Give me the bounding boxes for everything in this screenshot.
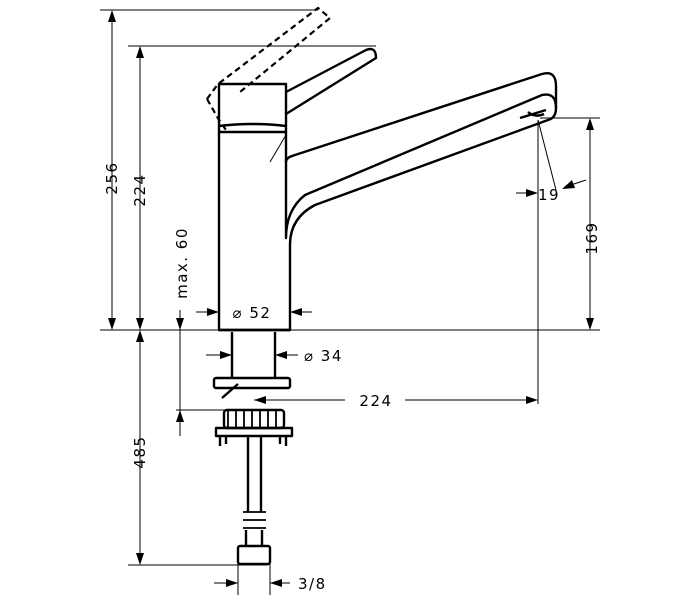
faucet-body xyxy=(217,47,558,332)
dim-outlet-height-label: 169 xyxy=(583,221,601,254)
supply-hose xyxy=(246,436,263,512)
below-deck-assembly xyxy=(212,332,294,566)
dim-spout-height-label: 224 xyxy=(131,173,149,206)
fitting-neck xyxy=(244,530,264,546)
dim-outlet-angle: 19 xyxy=(516,179,587,204)
handle-cap xyxy=(217,82,288,132)
dim-reach: 224 xyxy=(254,392,538,410)
mounting-nut xyxy=(222,408,286,430)
lever-detail-under xyxy=(221,383,239,399)
dim-total-height: 256 xyxy=(103,10,121,330)
extension-lines xyxy=(100,9,600,595)
faucet-column-outline xyxy=(217,93,558,332)
dim-shank-diameter: ⌀ 34 xyxy=(206,347,343,365)
dim-base-diameter-label: ⌀ 52 xyxy=(233,304,272,322)
dim-max-deck: max. 60 xyxy=(173,227,191,436)
clamp-bar xyxy=(214,426,294,438)
nut-teeth xyxy=(227,410,277,428)
dim-below-deck: 485 xyxy=(131,330,149,565)
dim-outlet-height: 169 xyxy=(583,118,601,330)
dim-shank-diameter-label: ⌀ 34 xyxy=(304,347,343,365)
hose-braid xyxy=(243,511,266,529)
dim-outlet-angle-label: 19 xyxy=(538,186,560,204)
hose-fitting xyxy=(236,544,272,566)
dim-spout-height: 224 xyxy=(131,46,149,330)
dim-max-deck-label: max. 60 xyxy=(173,227,191,299)
dim-below-deck-label: 485 xyxy=(131,435,149,468)
shank xyxy=(230,332,277,378)
dim-reach-label: 224 xyxy=(359,392,392,410)
column-detail xyxy=(269,134,287,163)
dim-connection-label: 3/8 xyxy=(298,575,327,593)
lever-handle xyxy=(285,47,378,116)
dim-connection: 3/8 xyxy=(214,575,327,593)
spout-aerator xyxy=(519,108,547,120)
clamp-screws xyxy=(218,436,288,446)
dim-total-height-label: 256 xyxy=(103,161,121,194)
mounting-washer xyxy=(212,376,292,390)
dim-base-diameter: ⌀ 52 xyxy=(196,304,312,322)
lever-open-position xyxy=(206,6,332,131)
spout-upper-edge xyxy=(284,72,558,163)
